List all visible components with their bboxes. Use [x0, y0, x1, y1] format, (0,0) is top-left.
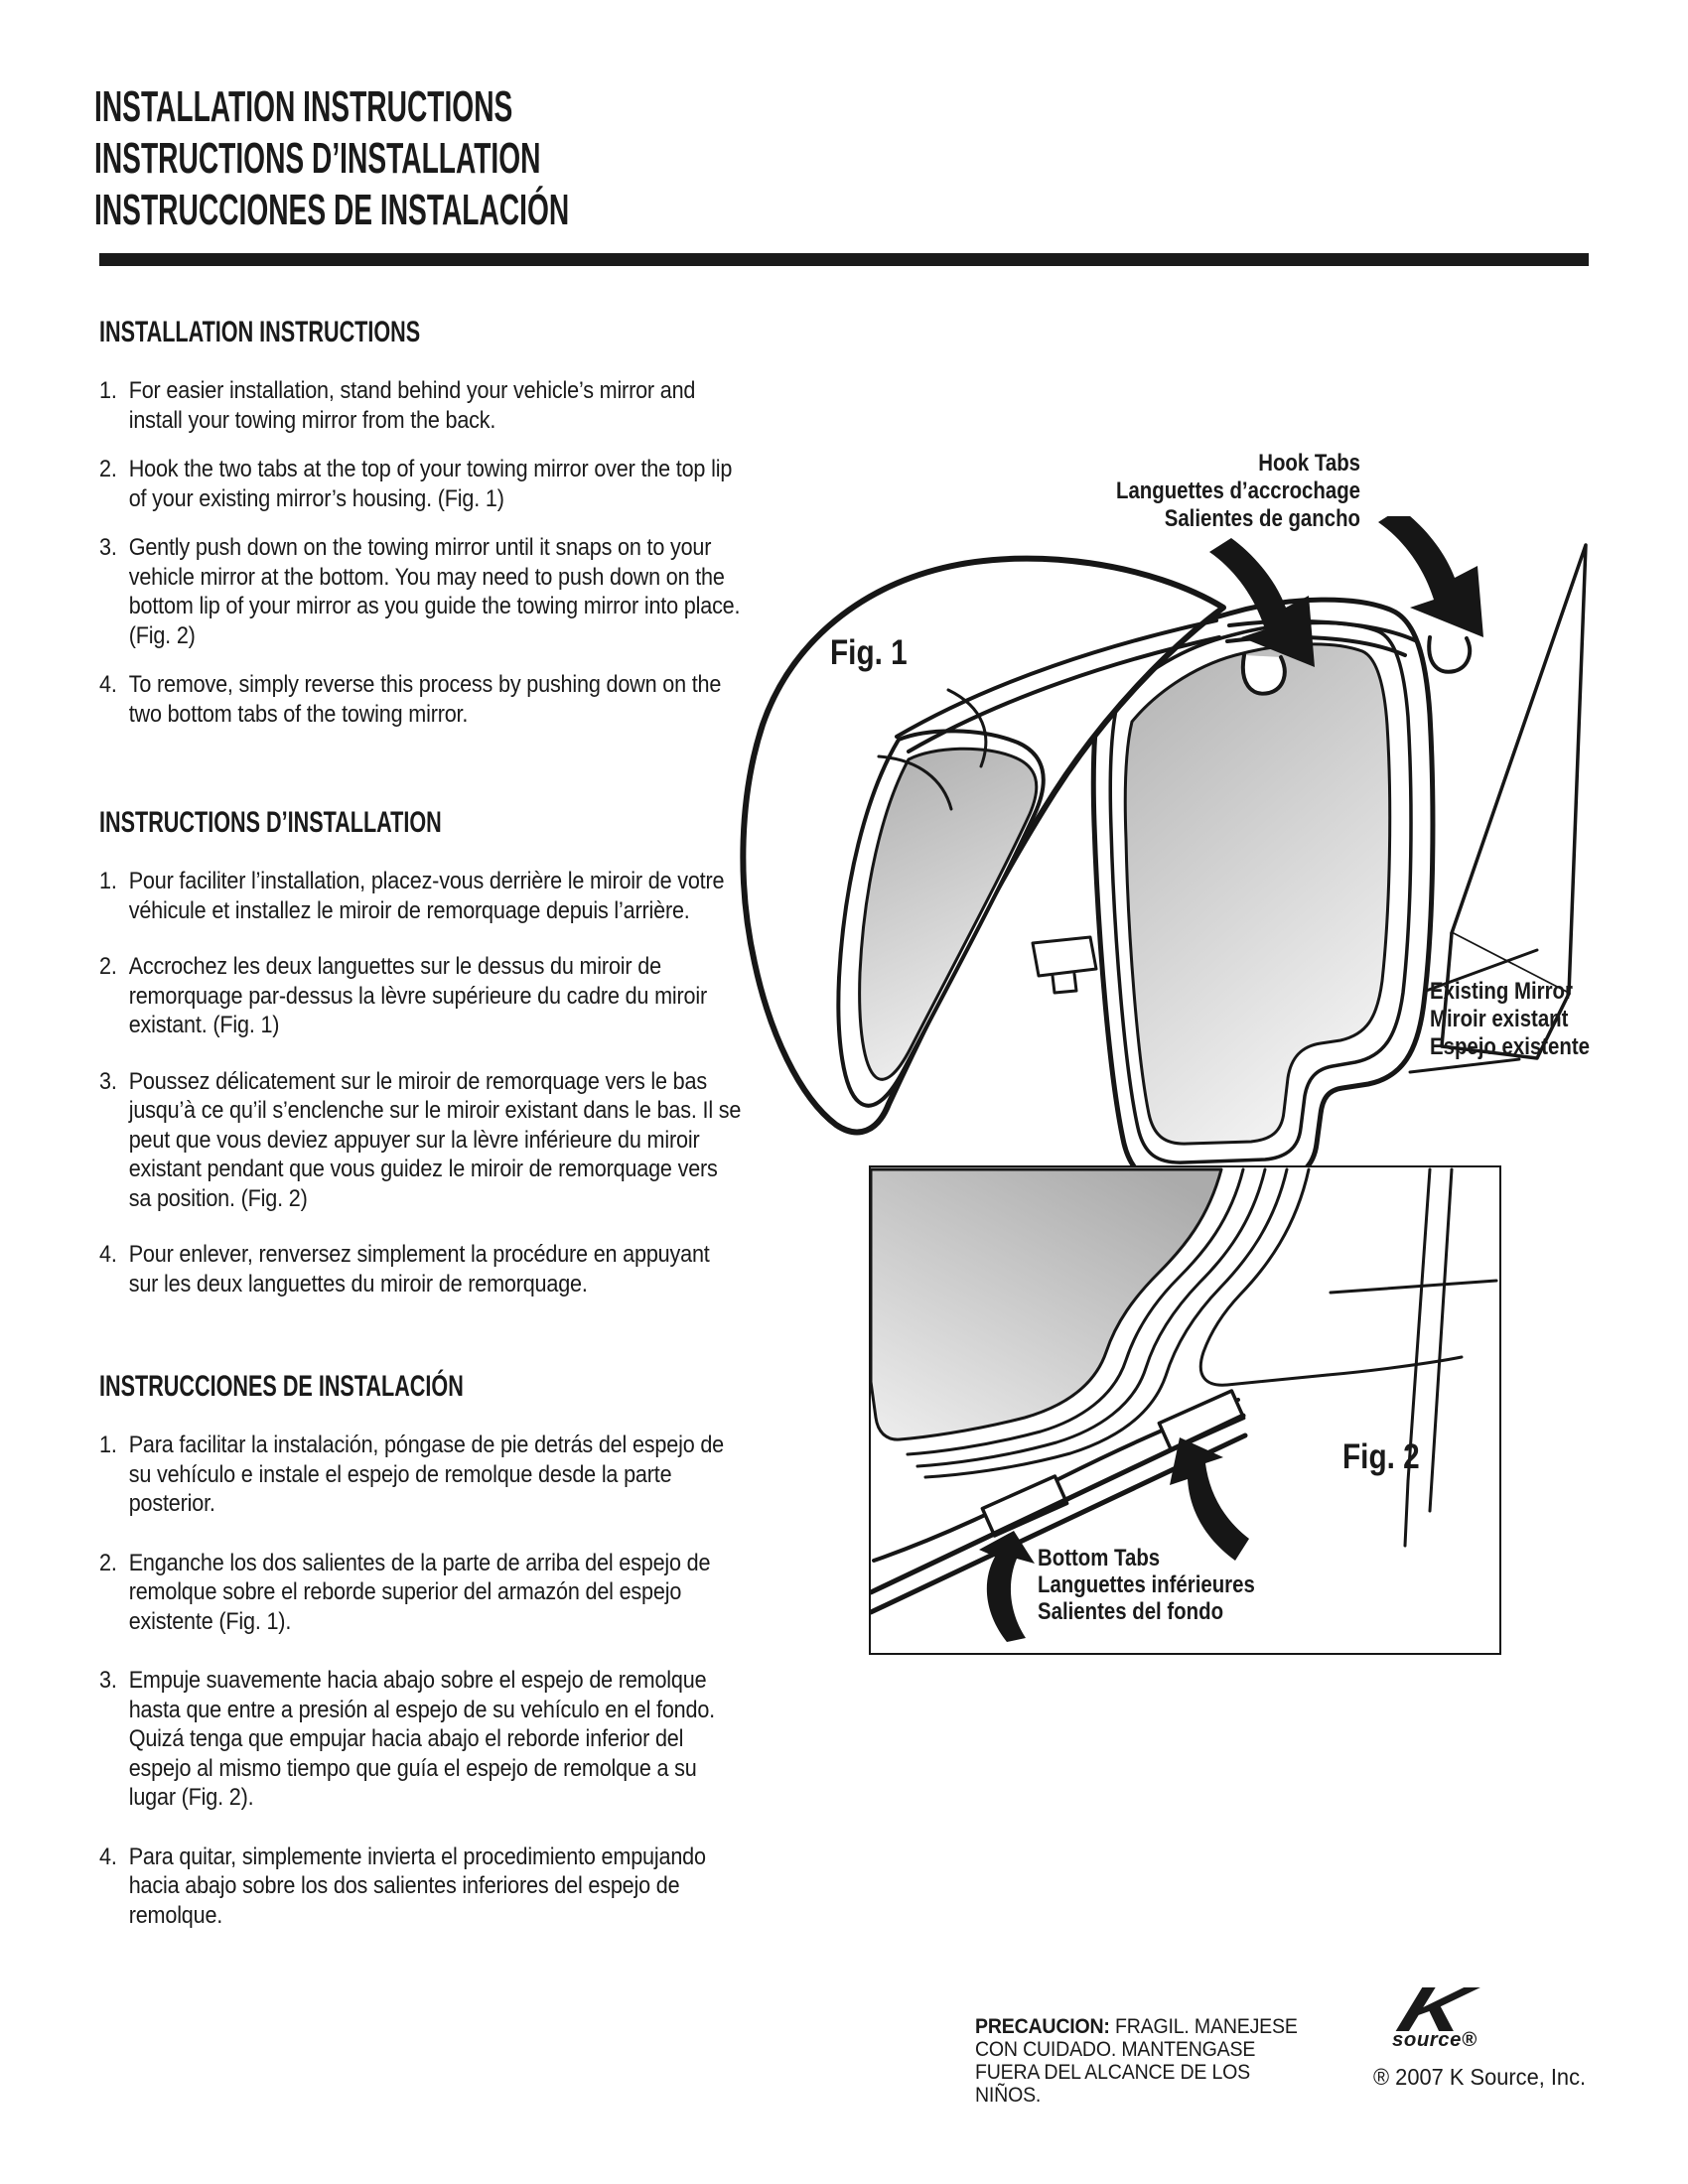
list-item: 1. Pour faciliter l’installation, placez…: [99, 867, 743, 925]
existing-mirror-drawing: [1090, 597, 1436, 1187]
bottom-tabs-line-en: Bottom Tabs: [1038, 1545, 1161, 1571]
caution-body: FRAGIL. MANEJESE CON CUIDADO. MANTENGASE…: [975, 2015, 1298, 2107]
list-item-text: Empuje suavemente hacia abajo sobre el e…: [128, 1667, 715, 1811]
fig2-illustration: [871, 1167, 1498, 1642]
list-item-number: 2.: [99, 456, 117, 482]
section-english-heading: INSTALLATION INSTRUCTIONS: [99, 316, 421, 348]
curved-up-arrow-icon: [979, 1531, 1035, 1642]
list-item: 4. Pour enlever, renversez simplement la…: [99, 1240, 743, 1298]
list-item-number: 4.: [99, 1241, 117, 1268]
list-item: 2. Hook the two tabs at the top of your …: [99, 455, 743, 513]
curved-up-arrow-icon: [1170, 1437, 1249, 1561]
title-divider-rule: [99, 253, 1589, 266]
existing-mirror-line-en: Existing Mirror: [1430, 978, 1573, 1005]
existing-mirror-line-es: Espejo existente: [1430, 1033, 1591, 1060]
list-item-text: To remove, simply reverse this process b…: [128, 671, 722, 728]
list-item: 3. Poussez délicatement sur le miroir de…: [99, 1067, 743, 1214]
door-sail-outline: [1386, 543, 1588, 1074]
list-item-number: 1.: [99, 377, 117, 404]
curved-down-arrow-icon: [1209, 538, 1315, 667]
section-french-heading: INSTRUCTIONS D’INSTALLATION: [99, 806, 442, 839]
list-item: 2. Accrochez les deux languettes sur le …: [99, 952, 743, 1040]
list-item-text: Enganche los dos salientes de la parte d…: [128, 1549, 711, 1635]
list-item-text: For easier installation, stand behind yo…: [128, 377, 696, 434]
fig2-label: Fig. 2: [1342, 1437, 1420, 1476]
list-item: 1. Para facilitar la instalación, póngas…: [99, 1431, 743, 1519]
list-item-text: Poussez délicatement sur le miroir de re…: [128, 1067, 742, 1212]
copyright-line: ® 2007 K Source, Inc.: [1373, 2064, 1587, 2090]
ksource-logo-wordmark: source®: [1392, 2029, 1477, 2052]
list-item-text: Pour faciliter l’installation, placez-vo…: [128, 868, 725, 924]
bottom-tab-left: [980, 1474, 1069, 1538]
fig1-illustration: [740, 516, 1588, 1187]
list-item-text: Hook the two tabs at the top of your tow…: [128, 456, 733, 512]
bottom-tabs-line-fr: Languettes inférieures: [1038, 1571, 1255, 1598]
list-item: 4. Para quitar, simplemente invierta el …: [99, 1843, 743, 1931]
list-item-text: Pour enlever, renversez simplement la pr…: [128, 1241, 710, 1297]
list-item-number: 2.: [99, 1549, 117, 1576]
page-title-line-fr: INSTRUCTIONS D’INSTALLATION: [94, 134, 541, 183]
fig2-frame: [869, 1165, 1501, 1655]
list-item: 1. For easier installation, stand behind…: [99, 376, 743, 435]
ksource-logo: K source®: [1389, 1974, 1478, 2052]
hook-tabs-callout: Hook Tabs Languettes d’accrochage Salien…: [1049, 450, 1360, 533]
list-item-text: Gently push down on the towing mirror un…: [128, 534, 741, 649]
list-item-text: Accrochez les deux languettes sur le des…: [128, 953, 707, 1038]
page-title: INSTALLATION INSTRUCTIONS INSTRUCTIONS D…: [94, 81, 569, 236]
existing-mirror-line-fr: Miroir existant: [1430, 1006, 1569, 1032]
list-item: 3. Gently push down on the towing mirror…: [99, 533, 743, 650]
towing-mirror-drawing: [740, 555, 1473, 1136]
list-item-number: 1.: [99, 1432, 117, 1458]
hook-tabs-line-en: Hook Tabs: [1258, 450, 1360, 477]
fig1-label: Fig. 1: [830, 633, 908, 672]
hook-tabs-line-es: Salientes de gancho: [1164, 505, 1360, 532]
list-item-text: Para facilitar la instalación, póngase d…: [128, 1432, 725, 1517]
section-spanish-heading: INSTRUCCIONES DE INSTALACIÓN: [99, 1370, 464, 1403]
hook-tab-right: [1427, 635, 1473, 674]
hook-tab-left: [1240, 653, 1287, 696]
mirror-pivot-stub: [1031, 935, 1098, 995]
bottom-tabs-callout: Bottom Tabs Languettes inférieures Salie…: [1038, 1545, 1255, 1625]
list-item: 4. To remove, simply reverse this proces…: [99, 670, 743, 729]
hook-tabs-line-fr: Languettes d’accrochage: [1115, 478, 1360, 504]
caution-label: PRECAUCION:: [975, 2015, 1110, 2038]
page-title-line-es: INSTRUCCIONES DE INSTALACIÓN: [94, 186, 570, 234]
bottom-tabs-line-es: Salientes del fondo: [1038, 1598, 1224, 1625]
list-item-number: 3.: [99, 534, 117, 561]
list-item-number: 1.: [99, 868, 117, 894]
list-item-number: 3.: [99, 1667, 117, 1694]
section-english: INSTALLATION INSTRUCTIONS 1. For easier …: [99, 316, 743, 749]
section-french: INSTRUCTIONS D’INSTALLATION 1. Pour faci…: [99, 806, 743, 1325]
existing-mirror-callout: Existing Mirror Miroir existant Espejo e…: [1430, 978, 1590, 1061]
list-item-text: Para quitar, simplemente invierta el pro…: [128, 1843, 706, 1929]
list-item-number: 4.: [99, 1843, 117, 1870]
section-spanish: INSTRUCCIONES DE INSTALACIÓN 1. Para fac…: [99, 1370, 743, 1960]
list-item-number: 4.: [99, 671, 117, 698]
registered-mark-icon: ®: [1461, 2029, 1477, 2051]
caution-text: PRECAUCION: FRAGIL. MANEJESE CON CUIDADO…: [975, 2015, 1300, 2107]
mirror-glass: [871, 1167, 1223, 1441]
ksource-logo-word: source: [1392, 2029, 1462, 2051]
page-title-line-en: INSTALLATION INSTRUCTIONS: [94, 82, 513, 131]
list-item-number: 2.: [99, 953, 117, 980]
list-item: 3. Empuje suavemente hacia abajo sobre e…: [99, 1666, 743, 1813]
list-item-number: 3.: [99, 1067, 117, 1095]
list-item: 2. Enganche los dos salientes de la part…: [99, 1549, 743, 1637]
